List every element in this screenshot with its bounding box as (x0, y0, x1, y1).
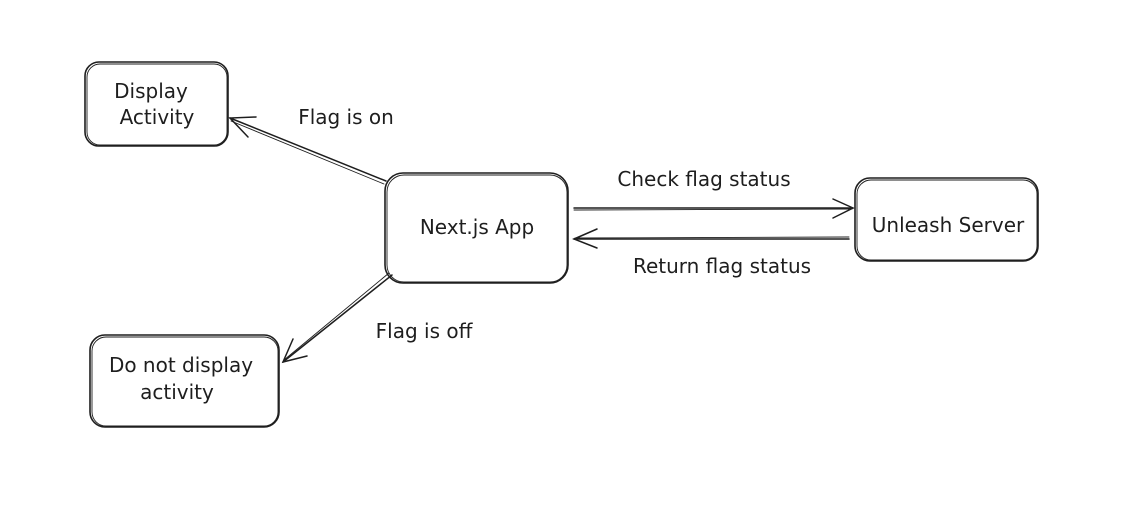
edge-return-flag-status-label: Return flag status (633, 254, 811, 278)
node-unleash-server-label: Unleash Server (872, 213, 1025, 237)
node-unleash-server[interactable]: Unleash Server (854, 177, 1039, 262)
node-nextjs-app-label: Next.js App (420, 215, 534, 239)
edge-flag-is-off: Flag is off (281, 272, 474, 364)
edge-check-flag-status: Check flag status (573, 167, 855, 219)
edge-flag-is-off-label: Flag is off (376, 319, 474, 343)
node-nextjs-app[interactable]: Next.js App (384, 172, 569, 284)
node-display-activity-line-1: Display (114, 79, 188, 103)
node-do-not-display-activity[interactable]: Do not display activity (89, 334, 280, 428)
edge-flag-is-on: Flag is on (228, 105, 394, 185)
edge-check-flag-status-label: Check flag status (617, 167, 790, 191)
node-do-not-display-line-1: Do not display (109, 353, 253, 377)
edge-return-flag-status: Return flag status (572, 228, 850, 278)
node-display-activity[interactable]: Display Activity (84, 61, 229, 147)
edge-flag-is-on-label: Flag is on (298, 105, 394, 129)
node-do-not-display-line-2: activity (140, 380, 214, 404)
node-display-activity-line-2: Activity (120, 105, 195, 129)
